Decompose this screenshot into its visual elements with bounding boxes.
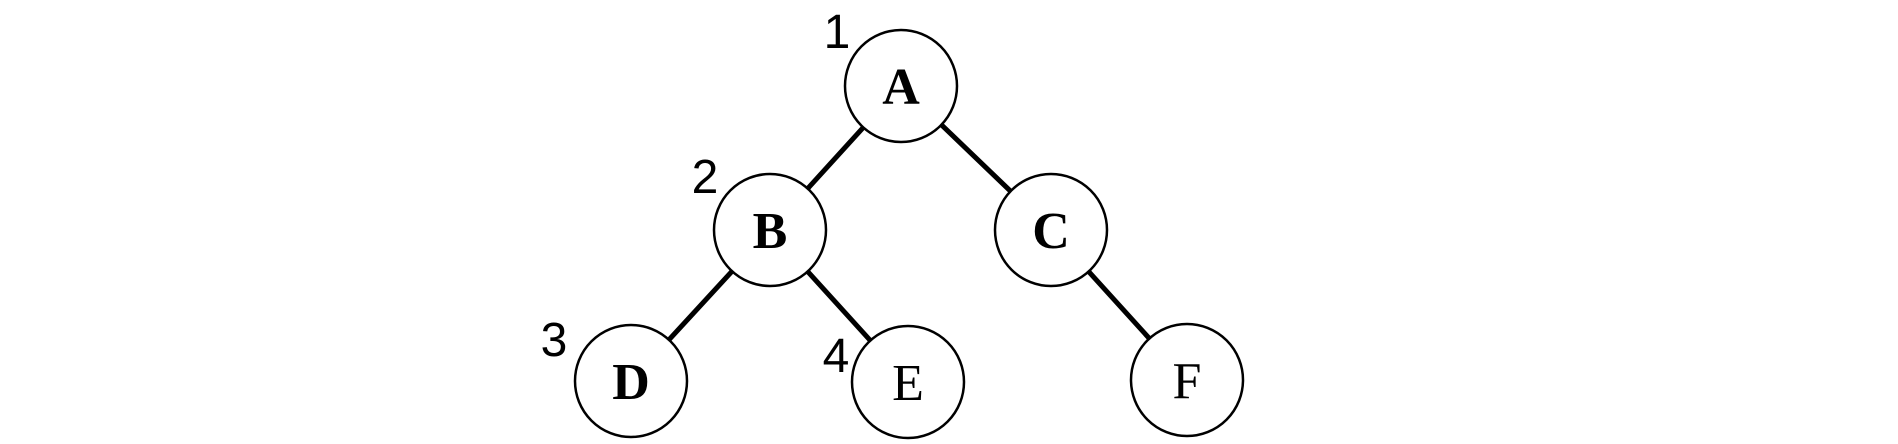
node-label-F: F — [1173, 353, 1202, 410]
node-circle-E — [850, 324, 966, 440]
node-circle-C — [993, 172, 1109, 288]
node-label-B: B — [753, 203, 788, 260]
node-label-D: D — [612, 354, 650, 411]
node-circle-A — [843, 28, 959, 144]
tree-node-C: C — [993, 172, 1109, 288]
visit-order-label-4-node-E: 4 — [823, 330, 850, 383]
node-circle-F — [1129, 322, 1245, 438]
tree-node-F: F — [1129, 322, 1245, 438]
visit-order-label-1-node-A: 1 — [824, 6, 851, 59]
visit-order-label-3-node-D: 3 — [541, 314, 568, 367]
tree-node-E: E — [850, 324, 966, 440]
node-label-E: E — [892, 355, 924, 412]
node-circle-D — [573, 323, 689, 439]
tree-nodes: A B C D E F — [573, 28, 1245, 440]
tree-node-D: D — [573, 323, 689, 439]
node-label-A: A — [882, 59, 920, 116]
visit-order-label-2-node-B: 2 — [692, 151, 719, 204]
visit-order-labels: 1 2 3 4 — [541, 6, 851, 383]
tree-node-A: A — [843, 28, 959, 144]
node-label-C: C — [1032, 203, 1070, 260]
node-circle-B — [712, 172, 828, 288]
tree-node-B: B — [712, 172, 828, 288]
